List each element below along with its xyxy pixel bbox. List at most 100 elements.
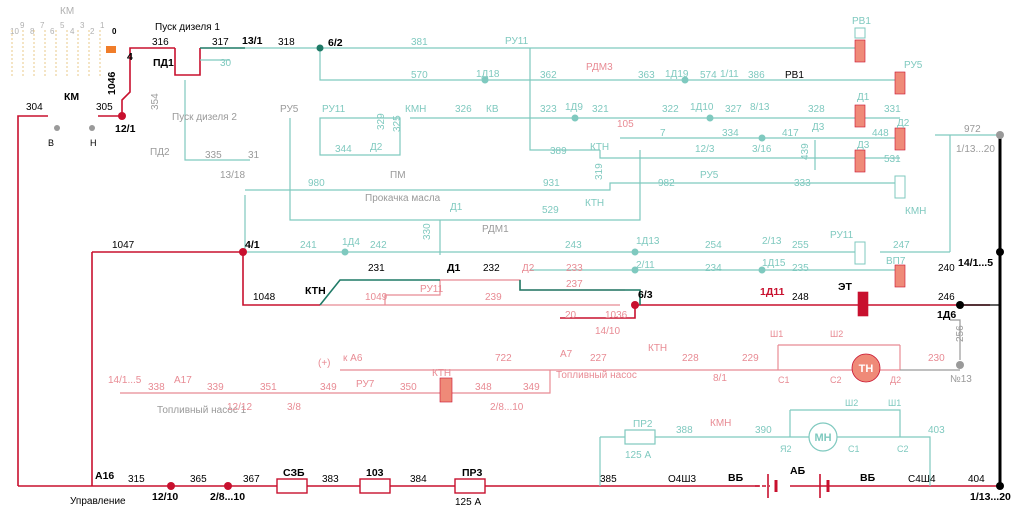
term-1-13-20: 1/13...20 [956, 144, 995, 155]
comp-1d11: 1Д11 [760, 286, 785, 298]
term-13-18: 13/18 [220, 170, 245, 181]
wire-972: 972 [964, 124, 981, 135]
label-pr2: ПР2 [633, 419, 653, 430]
label-pr3: ПР3 [462, 467, 483, 479]
d1-coil [854, 104, 866, 128]
label-k-a6: к А6 [343, 353, 363, 364]
label-pm: ПМ [390, 170, 406, 181]
relay-coils [439, 39, 906, 403]
wire-231: 231 [368, 263, 385, 274]
terminals-teal [341, 76, 766, 274]
comp-1d18: 1Д18 [476, 69, 500, 80]
wire-227: 227 [590, 353, 607, 364]
rv1-coil [854, 39, 866, 63]
wire-448: 448 [872, 128, 889, 139]
comp-d1-b: Д1 [447, 262, 460, 274]
comp-ktn-b: КТН [585, 198, 604, 209]
km-selector-title: КМ [60, 6, 74, 17]
label-sh2-mn: Ш2 [845, 398, 858, 408]
wire-105: 105 [617, 119, 634, 130]
wire-327: 327 [725, 104, 742, 115]
label-sh2-tn: Ш2 [830, 329, 843, 339]
comp-rdm3: РДМ3 [586, 62, 613, 73]
km-position-label: 0 [112, 27, 117, 36]
wire-31: 31 [248, 150, 260, 161]
wire-255: 255 [792, 240, 809, 251]
wire-381: 381 [411, 37, 428, 48]
wire-570: 570 [411, 70, 428, 81]
battery-ab [767, 474, 830, 498]
comp-ru11-a: РУ11 [505, 36, 529, 47]
comp-kmn: КМН [405, 104, 426, 115]
comp-ktn-d: КТН [648, 343, 667, 354]
comp-kv: КВ [486, 104, 499, 115]
wire-531: 531 [884, 154, 901, 165]
wire-323: 323 [540, 104, 557, 115]
label-prokachka: Прокачка масла [365, 193, 441, 204]
term-no13: №13 [950, 374, 972, 385]
term-14-1-5-b: 14/1...5 [108, 375, 142, 386]
wire-385: 385 [600, 474, 617, 485]
wire-388: 388 [676, 425, 693, 436]
vp7-coil [894, 264, 906, 288]
comp-ktn-a: КТН [590, 142, 609, 153]
wire-317: 317 [212, 37, 229, 48]
label-ab: АБ [790, 465, 806, 477]
wire-326: 326 [455, 104, 472, 115]
wire-7: 7 [660, 128, 666, 139]
wire-254: 254 [705, 240, 722, 251]
label-sh1-tn: Ш1 [770, 329, 783, 339]
label-toplivny-nasos-1: Топливный насос 1 [157, 405, 247, 416]
label-pusk-dizelya-1: Пуск дизеля 1 [155, 22, 220, 33]
ktn-coil [439, 377, 453, 403]
comp-rdm1: РДМ1 [482, 224, 509, 235]
wire-248: 248 [792, 292, 809, 303]
label-n: Н [90, 138, 97, 148]
comp-d2-coil: Д2 [897, 118, 910, 129]
comp-ru5-coil: РУ5 [904, 60, 923, 71]
wire-237: 237 [566, 279, 583, 290]
wire-1048: 1048 [253, 292, 276, 303]
label-a7: А7 [560, 349, 573, 360]
wire-1049: 1049 [365, 292, 388, 303]
term-8-1: 8/1 [713, 373, 727, 384]
wire-335: 335 [205, 150, 222, 161]
wire-331: 331 [884, 104, 901, 115]
km-position-label: 10 [10, 27, 19, 36]
km-position-label: 4 [70, 27, 75, 36]
term-3-16: 3/16 [752, 144, 772, 155]
wire-349a: 349 [320, 382, 337, 393]
label-103: 103 [366, 467, 384, 479]
term-14-1-5: 14/1...5 [958, 257, 993, 269]
label-pusk-dizelya-2: Пуск дизеля 2 [172, 112, 237, 123]
term-6-3: 6/3 [638, 289, 653, 301]
wire-367: 367 [243, 474, 260, 485]
wire-322: 322 [662, 104, 679, 115]
label-s4sh4: С4Ш4 [908, 474, 936, 485]
wire-1046: 1046 [106, 71, 118, 95]
svg-text:МН: МН [814, 432, 831, 444]
wire-243: 243 [565, 240, 582, 251]
ru5-coil [894, 71, 906, 95]
et-coil [857, 291, 869, 317]
km-position-label: 2 [90, 27, 95, 36]
wire-389: 389 [550, 146, 567, 157]
comp-rv1: РВ1 [852, 16, 871, 27]
fuse-szb [276, 478, 308, 494]
wire-321: 321 [592, 104, 609, 115]
comp-ktn-c: КТН [305, 285, 326, 297]
comp-d3-contact: Д3 [812, 122, 825, 133]
km-position-label: 7 [40, 21, 45, 30]
comp-ru5-d: РУ5 [700, 170, 719, 181]
wire-350: 350 [400, 382, 417, 393]
terminals-red [118, 112, 639, 490]
wire-315: 315 [128, 474, 145, 485]
comp-1d15: 1Д15 [762, 258, 786, 269]
red-wires [17, 47, 1000, 487]
wire-404: 404 [968, 474, 985, 485]
comp-1d13: 1Д13 [636, 236, 660, 247]
label-kmn-coil: КМН [905, 206, 926, 217]
comp-2-11: 2/11 [636, 260, 655, 271]
comp-ru11-coil: РУ11 [830, 230, 854, 241]
